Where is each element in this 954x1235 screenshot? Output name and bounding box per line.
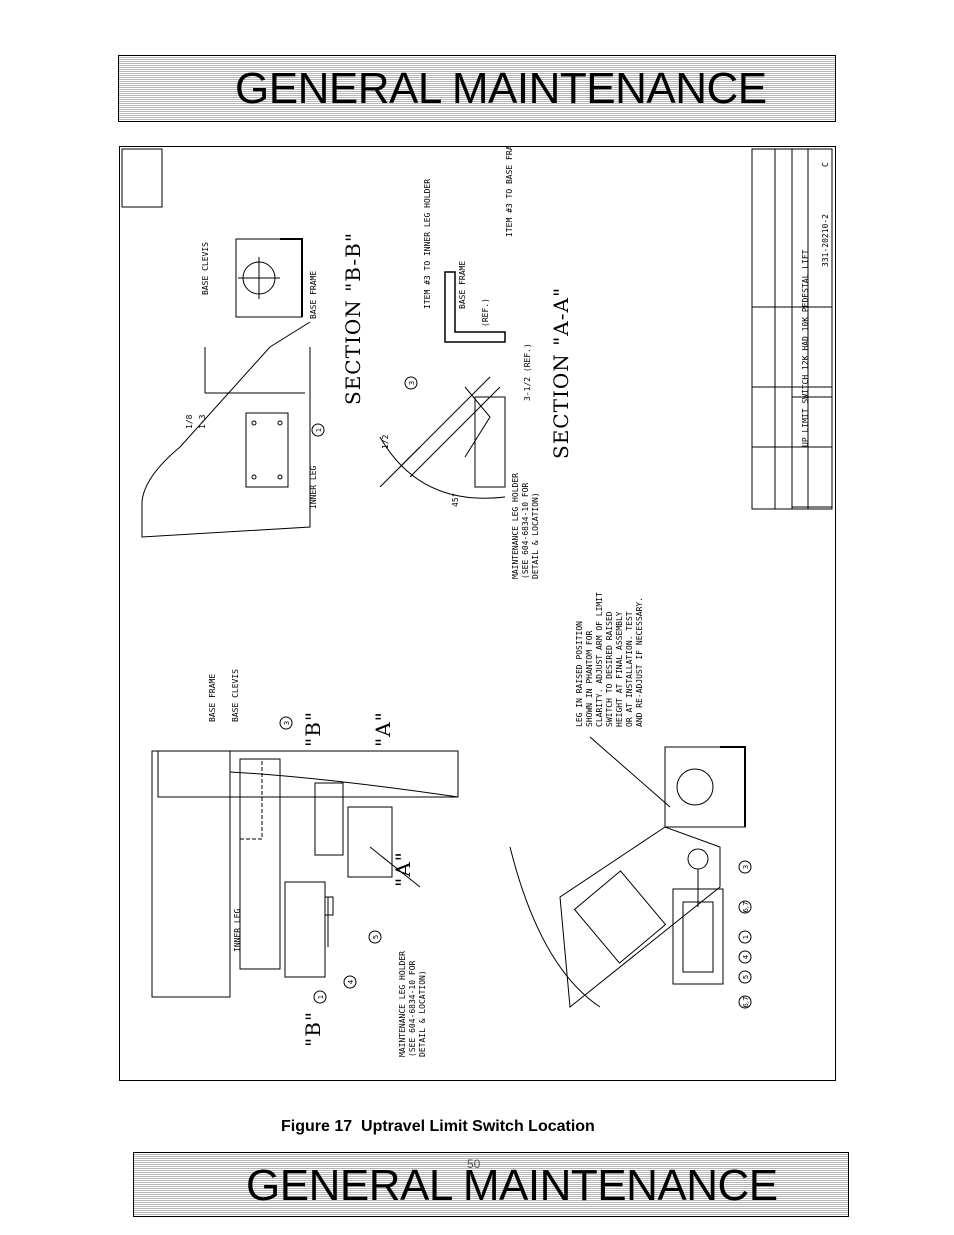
svg-text:MAINTENANCE LEG HOLDER: MAINTENANCE LEG HOLDER (511, 473, 520, 579)
balloon-3-a (404, 376, 418, 390)
svg-text:45°: 45° (451, 493, 460, 507)
balloon-1-b (311, 423, 325, 437)
svg-text:MAINTENANCE LEG HOLDER: MAINTENANCE LEG HOLDER (398, 951, 407, 1057)
balloon-number: 1 (317, 995, 325, 999)
balloon-number: 3 (742, 865, 750, 869)
balloon-number: 5 (742, 975, 750, 979)
svg-text:1/8: 1/8 (185, 414, 194, 429)
balloon-number: 3 (408, 381, 416, 385)
svg-text:(REF.): (REF.) (481, 298, 490, 327)
svg-text:(SEE 604-6834-10 FOR: (SEE 604-6834-10 FOR (408, 960, 417, 1057)
footer-banner: 50 GENERAL MAINTENANCE (133, 1152, 849, 1217)
page-number: 50 (467, 1157, 481, 1171)
limit-switch-drawing: SECTION "B-B" SECTION "A-A" BASE CLEVIS … (121, 147, 833, 1057)
balloon-number: 1 (742, 935, 750, 939)
balloon-number: 1 (315, 428, 323, 432)
section-a-label: SECTION "A-A" (549, 287, 573, 459)
svg-text:BASE CLEVIS: BASE CLEVIS (201, 242, 210, 295)
svg-text:LEG IN RAISED POSITION: LEG IN RAISED POSITION (575, 621, 584, 727)
svg-text:AND RE-ADJUST IF NECESSARY.: AND RE-ADJUST IF NECESSARY. (635, 597, 644, 727)
svg-text:3-1/2 (REF.): 3-1/2 (REF.) (523, 343, 532, 401)
svg-text:1/2: 1/2 (381, 434, 390, 449)
balloon-number: 4 (347, 979, 355, 984)
svg-text:"B": "B" (301, 1011, 325, 1047)
svg-text:INNER LEG: INNER LEG (233, 908, 242, 952)
svg-text:(SEE 604-6834-10 FOR: (SEE 604-6834-10 FOR (521, 482, 530, 579)
svg-text:BASE CLEVIS: BASE CLEVIS (231, 669, 240, 722)
balloon-number: 3 (283, 721, 291, 725)
revision: C (821, 162, 830, 167)
title-block-title: UP LIMIT SWITCH 12K HAD 10K PEDESTAL LIF… (801, 249, 810, 447)
svg-text:SWITCH TO DESIRED RAISED: SWITCH TO DESIRED RAISED (605, 611, 614, 727)
header-banner: GENERAL MAINTENANCE (118, 55, 836, 122)
svg-text:"A": "A" (391, 851, 415, 887)
page-title: GENERAL MAINTENANCE (235, 64, 767, 113)
svg-text:"B": "B" (301, 711, 325, 747)
svg-text:OR AT INSTALLATION. TEST: OR AT INSTALLATION. TEST (625, 611, 634, 727)
figure-caption: Figure 17 Uptravel Limit Switch Location (281, 1118, 595, 1135)
svg-text:INNER LEG: INNER LEG (309, 465, 318, 509)
svg-text:DETAIL & LOCATION): DETAIL & LOCATION) (418, 970, 427, 1057)
balloon-number: 6,7 (742, 996, 750, 1007)
section-b-label: SECTION "B-B" (341, 232, 365, 405)
figure-drawing: SECTION "B-B" SECTION "A-A" BASE CLEVIS … (119, 146, 836, 1081)
balloon-number: 4 (742, 954, 750, 959)
balloon-number: 6,7 (742, 901, 750, 912)
balloon-number: 5 (372, 935, 380, 939)
svg-text:ITEM #3 TO INNER LEG HOLDER: ITEM #3 TO INNER LEG HOLDER (423, 179, 432, 309)
svg-text:BASE FRAME: BASE FRAME (458, 261, 467, 309)
svg-text:BASE FRAME: BASE FRAME (309, 271, 318, 319)
svg-text:ITEM #3 TO BASE FRAME: ITEM #3 TO BASE FRAME (505, 147, 514, 237)
svg-text:"A": "A" (371, 711, 395, 747)
svg-text:BASE FRAME: BASE FRAME (208, 674, 217, 722)
svg-text:DETAIL & LOCATION): DETAIL & LOCATION) (531, 492, 540, 579)
drawing-number: 331-20210-2 (821, 214, 830, 267)
svg-text:SHOWN IN PHANTOM FOR: SHOWN IN PHANTOM FOR (585, 630, 594, 727)
svg-text:CLARITY. ADJUST ARM OF LIMIT: CLARITY. ADJUST ARM OF LIMIT (595, 592, 604, 727)
svg-text:1-3: 1-3 (198, 414, 207, 429)
footer-title: GENERAL MAINTENANCE (246, 1161, 778, 1210)
svg-text:HEIGHT AT FINAL ASSEMBLY: HEIGHT AT FINAL ASSEMBLY (615, 611, 624, 727)
